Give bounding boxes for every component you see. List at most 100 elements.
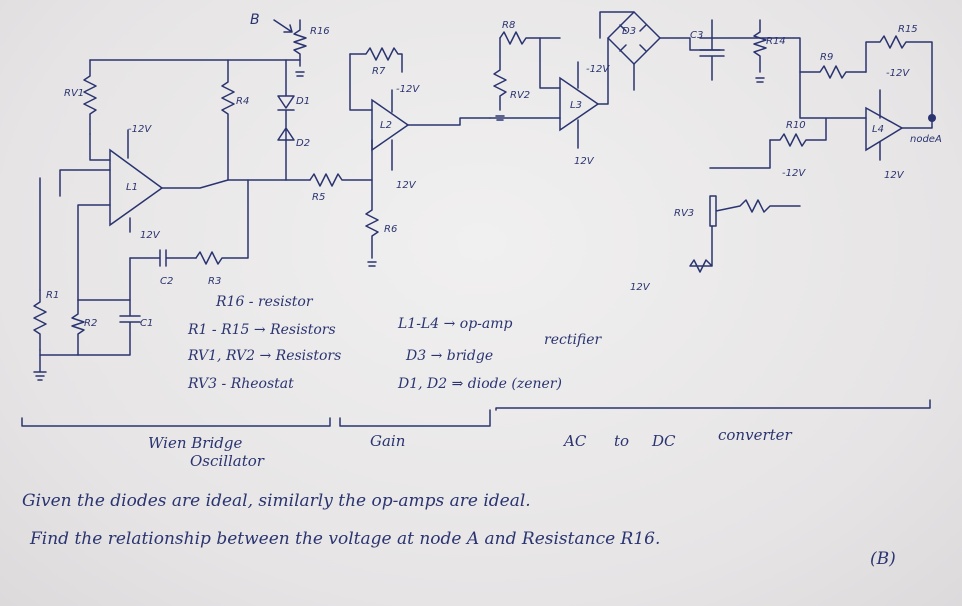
label-d2: D2	[296, 138, 310, 149]
legend-line-1: R16 - resistor	[215, 294, 314, 310]
label-l1-pos-supply: 12V	[140, 230, 161, 241]
label-l1-neg-supply: -12V	[128, 124, 152, 135]
c2-capacitor	[129, 249, 197, 267]
section-label-dc: DC	[651, 432, 676, 450]
c3-capacitor	[699, 19, 725, 81]
l1-op-amp	[109, 148, 164, 227]
r6-resistor	[365, 179, 379, 267]
r15-resistor	[865, 35, 933, 119]
label-r14: R14	[766, 36, 786, 47]
label-c3: C3	[690, 30, 703, 41]
bridge-wires	[597, 11, 721, 105]
label-r15: R15	[898, 24, 918, 35]
ac-dc-converter	[489, 11, 933, 273]
label-l4-neg-supply: -12V	[886, 68, 910, 79]
question-line-1: Given the diodes are ideal, similarly th…	[22, 491, 531, 511]
section-bracket-3	[495, 399, 931, 411]
label-b: B	[250, 12, 260, 28]
l2-op-amp	[371, 98, 410, 152]
rv2-resistor	[493, 37, 507, 121]
legend-line-7: D1, D2 ⇒ diode (zener)	[397, 376, 562, 392]
section-label-converter: converter	[718, 426, 793, 444]
label-l3-neg-supply: -12V	[586, 64, 610, 75]
legend-line-4: RV3 - Rheostat	[187, 376, 294, 392]
label-r16: R16	[310, 26, 330, 37]
label-r6: R6	[384, 224, 397, 235]
d1-d2-zener-diodes	[277, 59, 295, 181]
label-c2: C2	[160, 276, 173, 287]
l3-op-amp	[559, 76, 600, 132]
section-label-oscillator: Oscillator	[190, 452, 265, 470]
l1-output-wire	[161, 179, 311, 189]
label-r4: R4	[236, 96, 249, 107]
legend-line-6b: rectifier	[544, 332, 603, 348]
c1-capacitor	[39, 299, 141, 356]
label-l2-pos-supply: 12V	[396, 180, 417, 191]
label-r3: R3	[208, 276, 221, 287]
rv3-rheostat	[709, 195, 801, 227]
legend-line-2: R1 - R15 → Resistors	[187, 322, 336, 338]
label-rv2: RV2	[510, 90, 530, 101]
label-r2: R2	[84, 318, 97, 329]
r16-resistor	[293, 19, 307, 77]
label-l1: L1	[126, 182, 138, 193]
label-l4: L4	[872, 124, 884, 135]
label-rv3-pos-supply: 12V	[630, 282, 651, 293]
r2-resistor	[71, 299, 85, 356]
l1-input-wires	[39, 133, 111, 301]
question-line-2: Find the relationship between the voltag…	[29, 529, 660, 549]
label-d3: D3	[622, 26, 636, 37]
label-l3-pos-supply: 12V	[574, 156, 595, 167]
d3-bridge-rectifier	[607, 11, 661, 65]
r14-resistor	[753, 19, 767, 83]
wien-bridge-oscillator	[33, 59, 311, 381]
r3-resistor	[195, 179, 249, 265]
r1-resistor	[33, 289, 47, 351]
section-bracket-2	[339, 409, 491, 427]
label-r1: R1	[46, 290, 59, 301]
b-arrow	[273, 19, 293, 33]
label-r7: R7	[372, 66, 386, 77]
section-label-gain: Gain	[370, 432, 405, 450]
label-r10: R10	[786, 120, 806, 131]
r5-resistor	[309, 139, 373, 187]
label-node-a: nodeA	[910, 134, 942, 145]
label-rv1: RV1	[64, 88, 84, 99]
label-r5: R5	[312, 192, 325, 203]
l1-supply-wires	[127, 129, 131, 233]
ground-symbol-1	[33, 349, 47, 381]
node-a-dot	[928, 114, 936, 122]
label-r10-neg-supply: -12V	[782, 168, 806, 179]
label-l2-neg-supply: -12V	[396, 84, 420, 95]
r7-resistor	[349, 47, 403, 73]
r9-resistor	[759, 37, 867, 79]
l3-input-wire	[489, 37, 561, 119]
label-l2: L2	[380, 120, 392, 131]
gain-stage	[273, 19, 491, 267]
r4-resistor	[221, 59, 235, 181]
legend-line-6a: D3 → bridge	[405, 348, 493, 364]
question-line-3: (B)	[870, 549, 896, 569]
section-bracket-1	[21, 417, 331, 427]
legend-line-3: RV1, RV2 → Resistors	[187, 348, 341, 364]
label-c1: C1	[140, 318, 153, 329]
label-l3: L3	[570, 100, 582, 111]
section-label-wien: Wien Bridge	[148, 434, 242, 452]
rv1-resistor	[83, 59, 97, 135]
rv3-wires	[689, 139, 771, 273]
r10-resistor	[769, 71, 867, 147]
r8-resistor	[499, 31, 561, 45]
l4-output-wire	[901, 117, 933, 129]
l4-op-amp	[865, 106, 904, 152]
label-r9: R9	[820, 52, 833, 63]
legend-line-5: L1-L4 → op-amp	[397, 316, 513, 332]
label-d1: D1	[296, 96, 310, 107]
section-label-to: to	[614, 432, 629, 450]
label-rv3: RV3	[674, 208, 694, 219]
l2-output-wire	[407, 117, 491, 126]
label-l4-pos-supply: 12V	[884, 170, 905, 181]
r7-left-wire	[349, 53, 373, 111]
label-r8: R8	[502, 20, 515, 31]
